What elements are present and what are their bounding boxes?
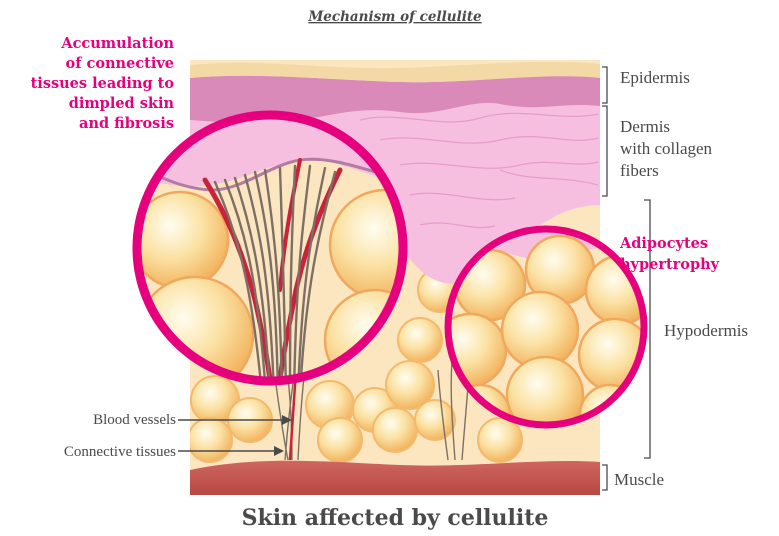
label-accumulation: Accumulation of connective tissues leadi… <box>31 35 175 132</box>
svg-text:Accumulation: Accumulation <box>60 35 174 52</box>
label-connective-tissues: Connective tissues <box>64 444 176 460</box>
svg-text:of connective: of connective <box>66 55 174 72</box>
label-epidermis: Epidermis <box>620 68 690 87</box>
label-blood-vessels: Blood vessels <box>93 412 176 428</box>
label-dermis-line3: fibers <box>620 161 659 180</box>
svg-text:dimpled skin: dimpled skin <box>69 95 175 112</box>
svg-text:and fibrosis: and fibrosis <box>79 115 174 132</box>
label-muscle: Muscle <box>614 470 664 489</box>
label-dermis-line2: with collagen <box>620 139 713 158</box>
label-dermis-line1: Dermis <box>620 117 670 136</box>
label-adipocytes-line2: hypertrophy <box>620 256 720 273</box>
label-hypodermis: Hypodermis <box>664 321 748 340</box>
diagram-caption: Skin affected by cellulite <box>242 505 549 531</box>
label-adipocytes-line1: Adipocytes <box>619 235 708 252</box>
svg-text:tissues leading to: tissues leading to <box>31 75 175 92</box>
diagram-title: Mechanism of cellulite <box>307 9 482 25</box>
muscle-layer <box>190 461 600 500</box>
